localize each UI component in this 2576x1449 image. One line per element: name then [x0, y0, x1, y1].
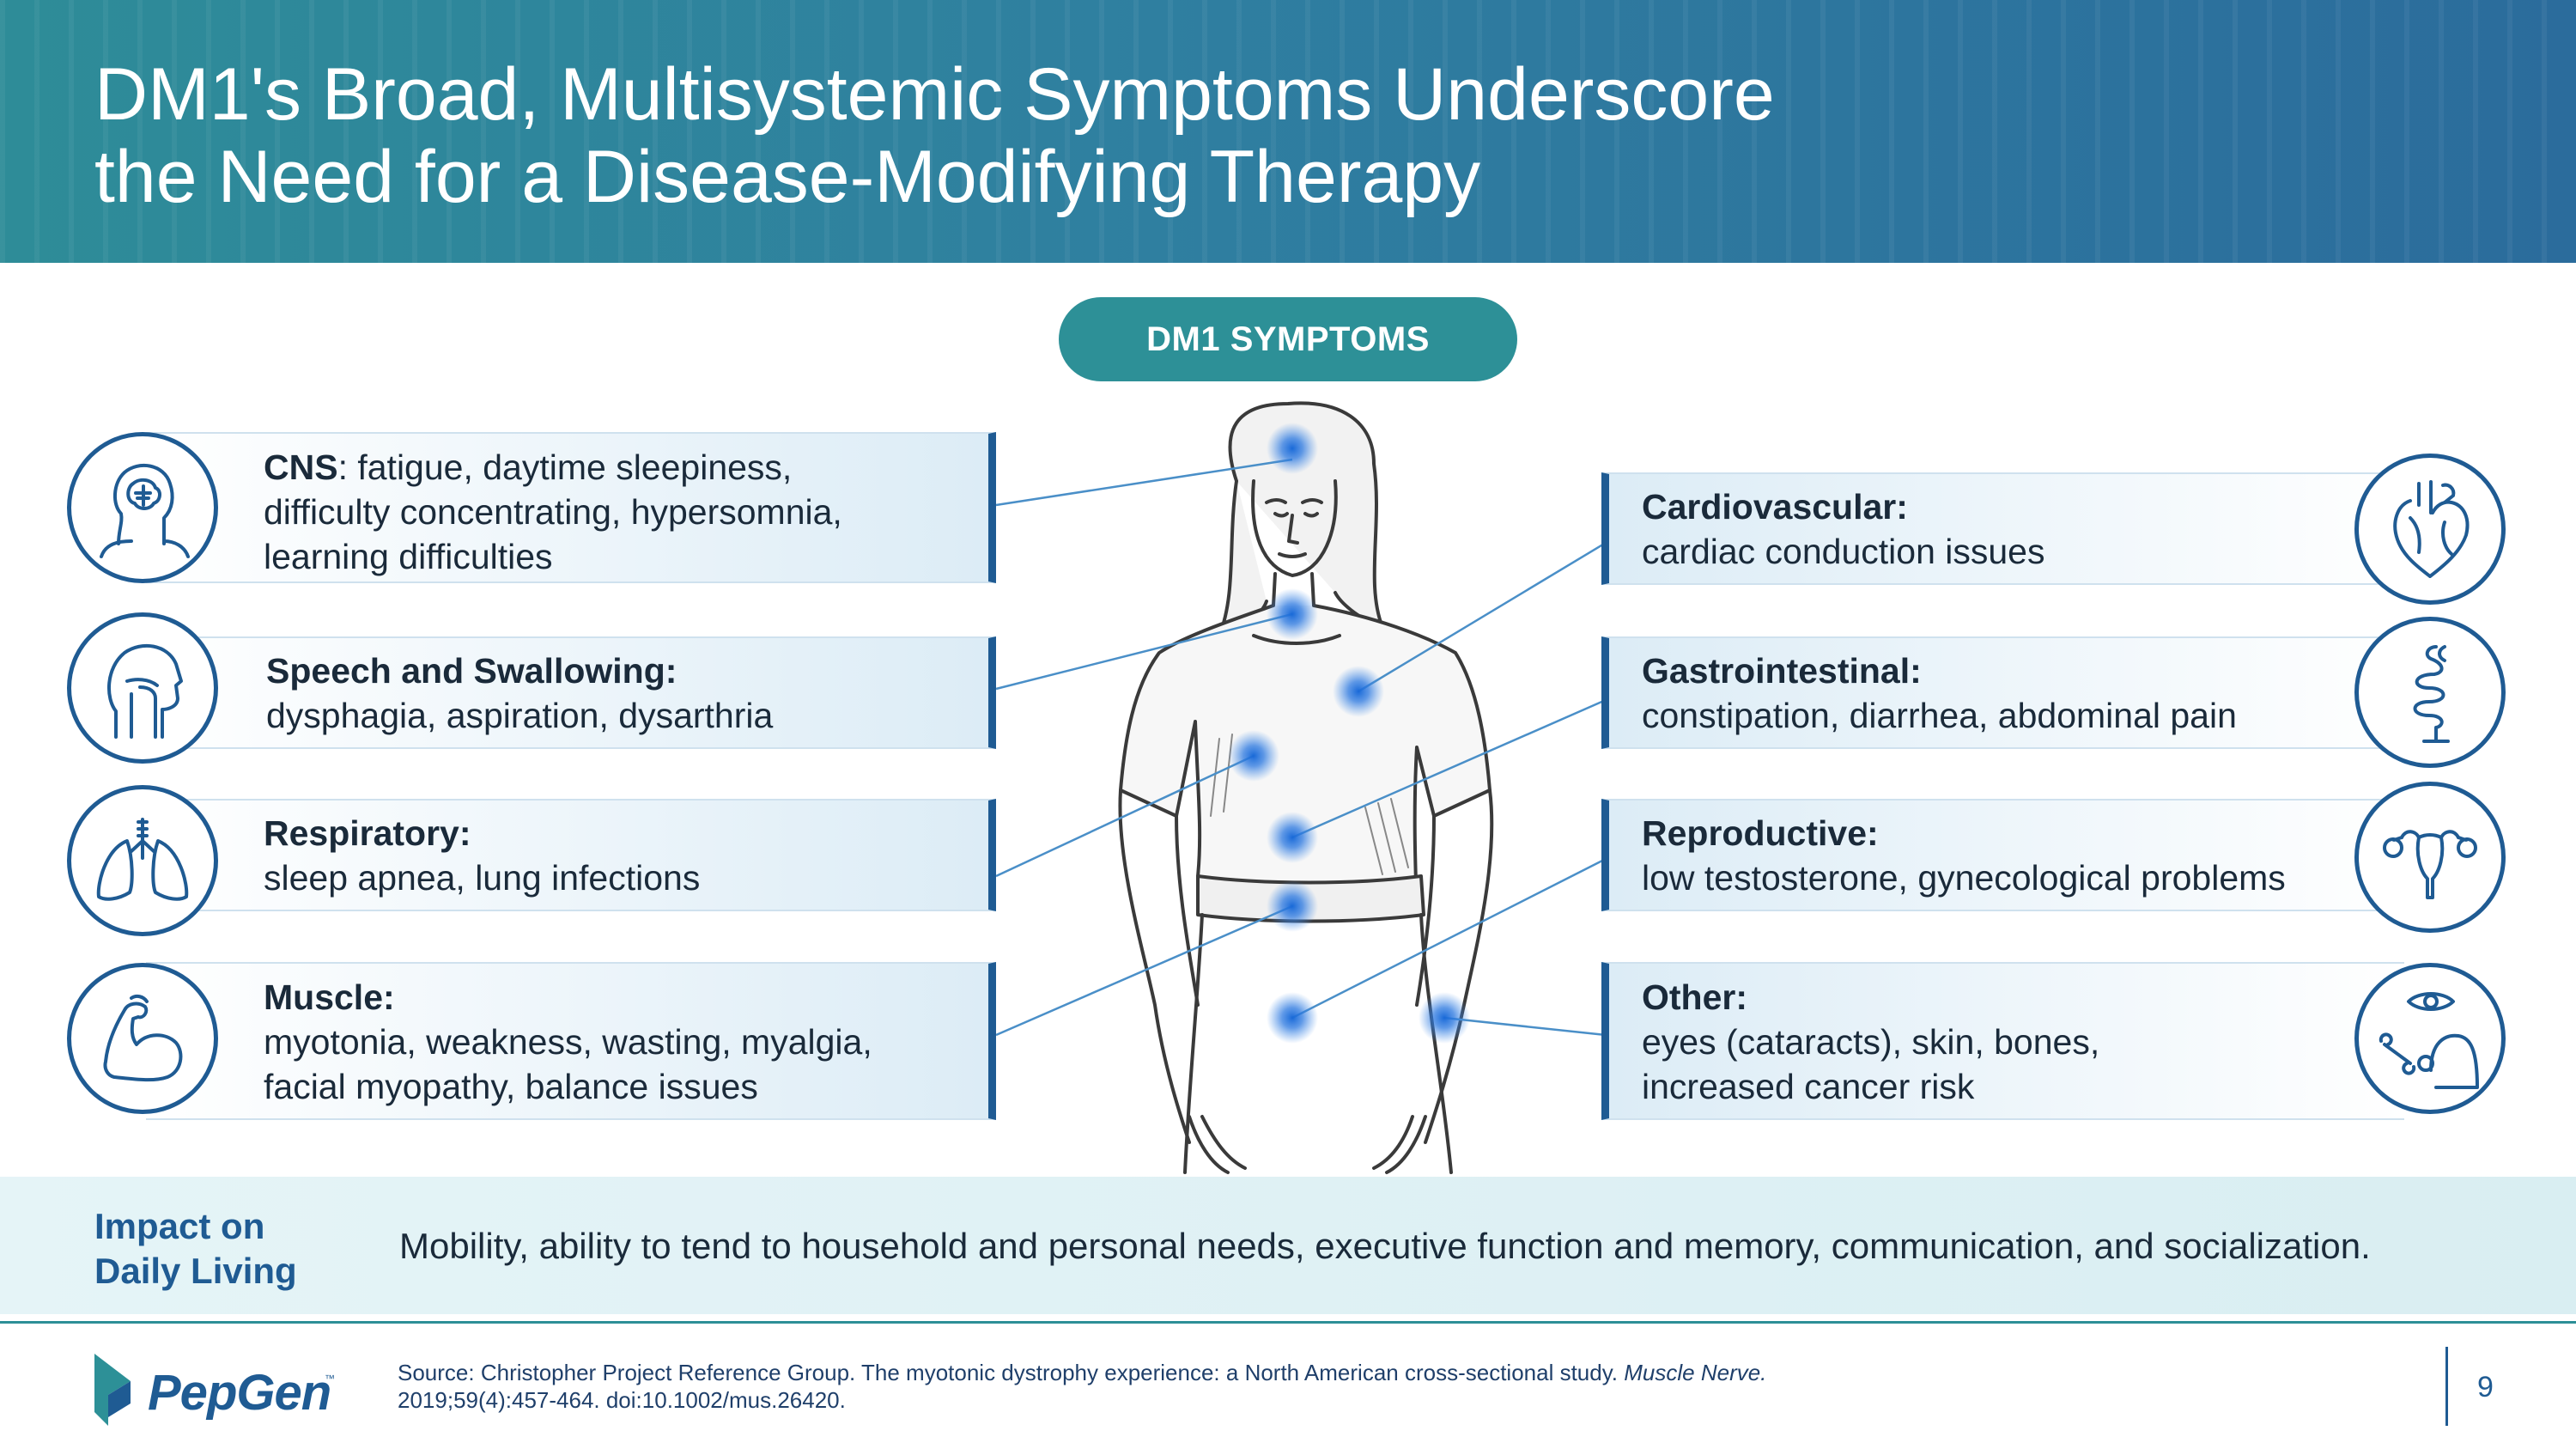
source-line-2: 2019;59(4):457-464. doi:10.1002/mus.2642…	[398, 1387, 846, 1413]
header-banner: DM1's Broad, Multisystemic Symptoms Unde…	[0, 0, 2576, 263]
cardiovascular-label: Cardiovascular:	[1642, 487, 1908, 527]
throat-profile-icon	[67, 612, 218, 764]
dm1-symptoms-pill: DM1 SYMPTOMS	[1059, 297, 1517, 381]
respiratory-label: Respiratory:	[264, 813, 471, 853]
impact-label-line-1: Impact on	[94, 1206, 265, 1246]
respiratory-card: Respiratory: sleep apnea, lung infection…	[146, 799, 996, 911]
figure-sketch	[1118, 401, 1494, 1174]
impact-label: Impact on Daily Living	[94, 1204, 369, 1294]
pepgen-logo-text: PepGen	[148, 1365, 331, 1421]
header-pattern	[0, 0, 2576, 263]
speech-card: Speech and Swallowing: dysphagia, aspira…	[146, 636, 996, 749]
page-title: DM1's Broad, Multisystemic Symptoms Unde…	[94, 53, 2155, 218]
respiratory-text: sleep apnea, lung infections	[264, 858, 701, 898]
impact-label-line-2: Daily Living	[94, 1251, 297, 1291]
title-line-1: DM1's Broad, Multisystemic Symptoms Unde…	[94, 53, 1775, 136]
eye-bone-body-icon	[2354, 963, 2506, 1114]
source-citation: Source: Christopher Project Reference Gr…	[398, 1359, 2029, 1414]
uterus-icon	[2354, 782, 2506, 933]
footer-divider	[0, 1321, 2576, 1324]
cns-text-2: difficulty concentrating, hypersomnia,	[264, 492, 842, 532]
source-journal: Muscle Nerve.	[1624, 1360, 1767, 1385]
speech-label: Speech and Swallowing:	[266, 651, 677, 691]
cns-text-3: learning difficulties	[264, 537, 553, 576]
pepgen-logo-mark	[94, 1354, 131, 1426]
muscle-text-2: facial myopathy, balance issues	[264, 1067, 758, 1106]
source-prefix: Source: Christopher Project Reference Gr…	[398, 1360, 1625, 1385]
heart-icon	[2354, 454, 2506, 605]
cns-text-1: : fatigue, daytime sleepiness,	[337, 447, 793, 487]
reproductive-text: low testosterone, gynecological problems	[1642, 858, 2286, 898]
cardiovascular-card: Cardiovascular: cardiac conduction issue…	[1601, 472, 2404, 585]
other-card: Other: eyes (cataracts), skin, bones, in…	[1601, 962, 2404, 1120]
speech-text: dysphagia, aspiration, dysarthria	[266, 696, 774, 735]
flexed-arm-icon	[67, 963, 218, 1114]
gastrointestinal-label: Gastrointestinal:	[1642, 651, 1922, 691]
connector-lines	[995, 458, 1607, 1037]
gastrointestinal-text: constipation, diarrhea, abdominal pain	[1642, 696, 2237, 735]
lungs-icon	[67, 785, 218, 936]
muscle-label: Muscle:	[264, 977, 395, 1017]
brain-head-icon	[67, 432, 218, 583]
symptom-glow-dots	[1228, 423, 1470, 1044]
impact-banner: Impact on Daily Living Mobility, ability…	[0, 1177, 2576, 1314]
other-text-2: increased cancer risk	[1642, 1067, 1975, 1106]
gastrointestinal-card: Gastrointestinal: constipation, diarrhea…	[1601, 636, 2404, 749]
pepgen-logo-tm: ™	[325, 1373, 335, 1385]
impact-text: Mobility, ability to tend to household a…	[399, 1226, 2371, 1266]
muscle-card: Muscle: myotonia, weakness, wasting, mya…	[146, 962, 996, 1120]
page-number-divider	[2445, 1347, 2448, 1426]
intestine-icon	[2354, 617, 2506, 768]
other-label: Other:	[1642, 977, 1747, 1017]
reproductive-label: Reproductive:	[1642, 813, 1879, 853]
title-line-2: the Need for a Disease-Modifying Therapy	[94, 136, 1481, 218]
cardiovascular-text: cardiac conduction issues	[1642, 532, 2045, 571]
other-text-1: eyes (cataracts), skin, bones,	[1642, 1022, 2100, 1062]
cns-label: CNS	[264, 447, 338, 487]
muscle-text-1: myotonia, weakness, wasting, myalgia,	[264, 1022, 872, 1062]
cns-card: CNS: fatigue, daytime sleepiness, diffic…	[146, 432, 996, 583]
reproductive-card: Reproductive: low testosterone, gynecolo…	[1601, 799, 2404, 911]
page-number: 9	[2477, 1371, 2494, 1403]
